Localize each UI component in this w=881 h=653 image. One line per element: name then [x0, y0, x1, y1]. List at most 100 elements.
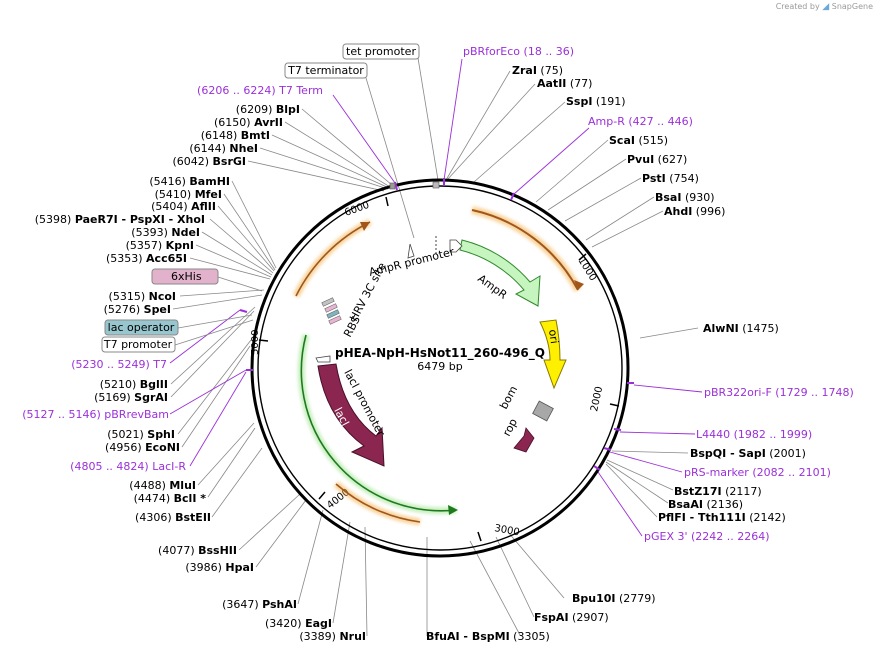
- enzyme-site-avrii[interactable]: (6150) AvrII: [214, 116, 283, 129]
- enzyme-site-hpai[interactable]: (3986) HpaI: [185, 561, 254, 574]
- enzyme-position: (2117): [722, 485, 762, 498]
- enzyme-site-aflii[interactable]: (5404) AflII: [151, 200, 216, 213]
- enzyme-site-bsshii[interactable]: (4077) BssHII: [158, 544, 237, 557]
- primer-leaders: [169, 58, 703, 537]
- t7-promoter-box[interactable]: [101, 336, 176, 353]
- ori-feature[interactable]: [539, 319, 567, 390]
- enzyme-site-bfuai-bspmi[interactable]: BfuAI - BspMI (3305): [426, 630, 550, 643]
- t7-promoter-arrow[interactable]: [407, 243, 415, 259]
- enzyme-position: (5021): [107, 428, 147, 441]
- hrv-block[interactable]: [328, 315, 342, 325]
- bom-feature[interactable]: [532, 400, 554, 422]
- primer-t7[interactable]: (5230 .. 5249) T7: [71, 358, 167, 371]
- enzyme-site-nhei[interactable]: (6144) NheI: [189, 142, 258, 155]
- enzyme-site-kpni[interactable]: (5357) KpnI: [126, 239, 194, 252]
- primer-prs-marker[interactable]: pRS-marker (2082 .. 2101): [684, 466, 831, 479]
- enzyme-site-ahdi[interactable]: AhdI (996): [664, 205, 725, 218]
- primer-amp-r[interactable]: Amp-R (427 .. 446): [588, 115, 693, 128]
- tet-promoter-mark[interactable]: [432, 181, 440, 189]
- lac-operator-box[interactable]: [104, 319, 179, 336]
- enzyme-site-bsteii[interactable]: (4306) BstEII: [135, 511, 211, 524]
- enzyme-site-sphi[interactable]: (5021) SphI: [107, 428, 175, 441]
- enzyme-name: NcoI: [149, 290, 176, 303]
- enzyme-position: (930): [681, 191, 714, 204]
- enzyme-site-mlui[interactable]: (4488) MluI: [129, 479, 196, 492]
- enzyme-position: (5210): [100, 378, 140, 391]
- enzyme-position: (5315): [109, 290, 149, 303]
- enzyme-site-scai[interactable]: ScaI (515): [609, 134, 668, 147]
- primer-range: (1729 .. 1748): [772, 386, 854, 399]
- enzyme-name: MluI: [169, 479, 196, 492]
- t7-terminator-box[interactable]: [284, 62, 368, 79]
- ampr-promoter-arrow[interactable]: [449, 239, 463, 253]
- enzyme-site-ncoi[interactable]: (5315) NcoI: [109, 290, 176, 303]
- tet-promoter-box[interactable]: [342, 43, 420, 60]
- rbs-block[interactable]: [321, 297, 335, 307]
- enzyme-site-psti[interactable]: PstI (754): [642, 172, 699, 185]
- left-feature-blocks: [321, 297, 342, 325]
- enzyme-site-zrai[interactable]: ZraI (75): [512, 64, 563, 77]
- enzyme-position: (191): [592, 95, 625, 108]
- ampr-orf-arc[interactable]: [471, 209, 579, 291]
- primer-range: (6206 .. 6224): [197, 84, 279, 97]
- enzyme-site-spei[interactable]: (5276) SpeI: [104, 303, 171, 316]
- enzyme-site-paer7i-pspxi-xhoi[interactable]: (5398) PaeR7I - PspXI - XhoI: [35, 213, 205, 226]
- enzyme-site-pshai[interactable]: (3647) PshAI: [222, 598, 297, 611]
- rop-feature[interactable]: [513, 427, 535, 453]
- his-tag-box[interactable]: [151, 268, 219, 285]
- enzyme-site-bglii[interactable]: (5210) BglII: [100, 378, 168, 391]
- enzyme-site-bsai[interactable]: BsaI (930): [655, 191, 715, 204]
- enzyme-position: (5398): [35, 213, 75, 226]
- enzyme-name: BsrGI: [213, 155, 246, 168]
- enzyme-site-bspqi-sapi[interactable]: BspQI - SapI (2001): [690, 447, 806, 460]
- enzyme-site-bpu10i[interactable]: Bpu10I (2779): [572, 592, 656, 605]
- enzyme-site-eagi[interactable]: (3420) EagI: [265, 617, 332, 630]
- enzyme-site-pflfi-tth111i[interactable]: PflFI - Tth111I (2142): [658, 511, 786, 524]
- primer-pgex-3[interactable]: pGEX 3' (2242 .. 2264): [644, 530, 770, 543]
- laci-promoter-arrow[interactable]: [315, 355, 331, 363]
- his-tag-block[interactable]: [324, 303, 338, 313]
- enzyme-site-blpi[interactable]: (6209) BlpI: [236, 103, 300, 116]
- enzyme-site-bmti[interactable]: (6148) BmtI: [201, 129, 270, 142]
- primer-pbr322ori-f[interactable]: pBR322ori-F (1729 .. 1748): [704, 386, 854, 399]
- primer-l4440[interactable]: L4440 (1982 .. 1999): [696, 428, 812, 441]
- ampr-label: AmpR: [475, 272, 510, 302]
- enzyme-name: PvuI: [627, 153, 654, 166]
- t7-terminator-mark[interactable]: [389, 182, 396, 190]
- enzyme-name: BlpI: [276, 103, 300, 116]
- enzyme-site-pvui[interactable]: PvuI (627): [627, 153, 687, 166]
- enzyme-site-aatii[interactable]: AatII (77): [537, 77, 592, 90]
- laci-orf-arrow: [448, 505, 458, 515]
- laci-feature[interactable]: [317, 363, 385, 467]
- enzyme-site-ndei[interactable]: (5393) NdeI: [131, 226, 200, 239]
- enzyme-site-bsrgi[interactable]: (6042) BsrGI: [172, 155, 246, 168]
- enzyme-name: SspI: [566, 95, 592, 108]
- primer-pbrforeco[interactable]: pBRforEco (18 .. 36): [463, 45, 574, 58]
- primer-laci-r[interactable]: (4805 .. 4824) LacI-R: [70, 460, 186, 473]
- lac-operator-block[interactable]: [326, 309, 340, 319]
- enzyme-position: (2907): [569, 611, 609, 624]
- laci-lower-arc[interactable]: [335, 483, 421, 523]
- tet-promoter-label: tet promoter: [346, 45, 416, 58]
- enzyme-site-sgrai[interactable]: (5169) SgrAI: [94, 391, 168, 404]
- upper-left-orf-arrow: [360, 222, 370, 231]
- enzyme-site-sspi[interactable]: SspI (191): [566, 95, 626, 108]
- enzyme-site-alwni[interactable]: AlwNI (1475): [703, 322, 779, 335]
- ampr-feature[interactable]: [459, 239, 541, 307]
- enzyme-site-nrui[interactable]: (3389) NruI: [299, 630, 366, 643]
- enzyme-site-acc65i[interactable]: (5353) Acc65I: [106, 252, 187, 265]
- enzyme-site-bamhi[interactable]: (5416) BamHI: [149, 175, 230, 188]
- enzyme-site-bcli[interactable]: (4474) BclI *: [134, 492, 207, 505]
- enzyme-site-fspai[interactable]: FspAI (2907): [534, 611, 609, 624]
- bom-label: bom: [497, 384, 520, 412]
- upper-left-orf-arc[interactable]: [295, 221, 371, 297]
- enzyme-site-bstz17i[interactable]: BstZ17I (2117): [674, 485, 762, 498]
- primer-range: (5127 .. 5146): [22, 408, 104, 421]
- enzyme-site-mfei[interactable]: (5410) MfeI: [155, 188, 222, 201]
- enzyme-site-econi[interactable]: (4956) EcoNI: [105, 441, 180, 454]
- primer-t7-term[interactable]: (6206 .. 6224) T7 Term: [197, 84, 323, 97]
- laci-orf-arc[interactable]: [300, 334, 457, 512]
- enzyme-site-bsaai[interactable]: BsaAI (2136): [668, 498, 743, 511]
- primer-pbrrevbam[interactable]: (5127 .. 5146) pBRrevBam: [22, 408, 169, 421]
